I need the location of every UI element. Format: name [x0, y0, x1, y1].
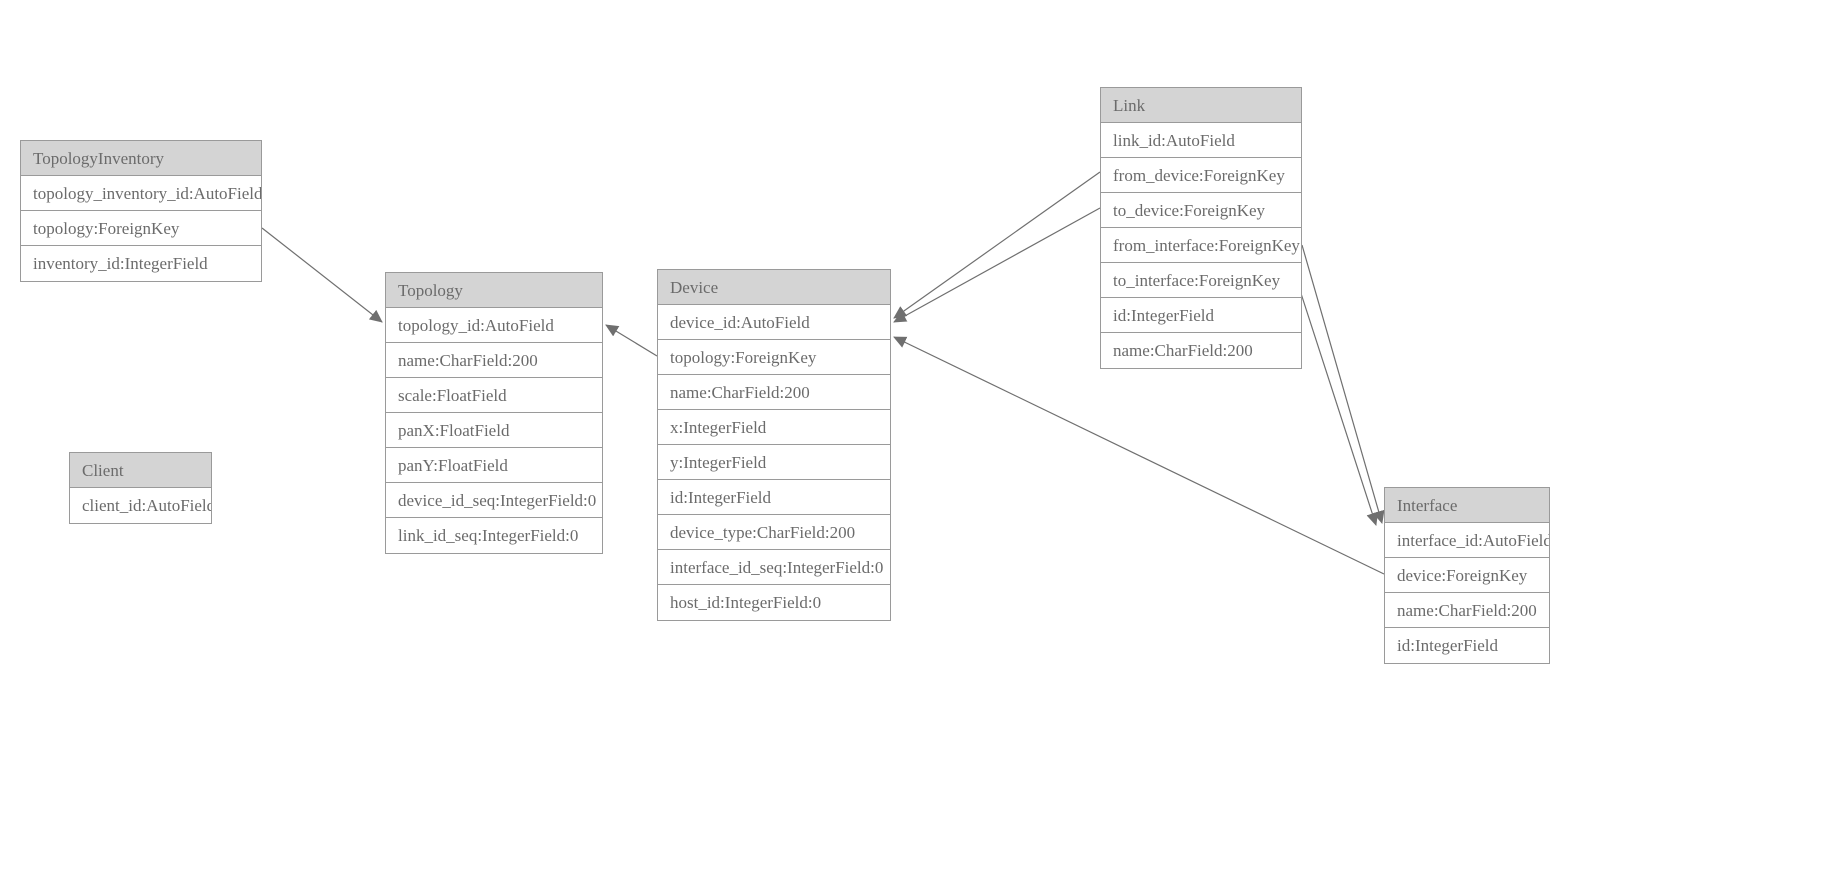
entity-field-row: from_device:ForeignKey [1101, 158, 1301, 193]
entity-title-topology_inventory: TopologyInventory [21, 141, 261, 176]
entity-field-row: topology:ForeignKey [658, 340, 890, 375]
entity-field-row: name:CharField:200 [1101, 333, 1301, 368]
entity-field-row: host_id:IntegerField:0 [658, 585, 890, 620]
entity-field-row: id:IntegerField [658, 480, 890, 515]
entity-field-row: topology_inventory_id:AutoField [21, 176, 261, 211]
entity-field-row: inventory_id:IntegerField [21, 246, 261, 281]
edge-interface-device [893, 336, 1385, 575]
edge-topologyinventory-topology [261, 227, 383, 323]
entity-field-row: id:IntegerField [1385, 628, 1549, 663]
entity-title-link: Link [1101, 88, 1301, 123]
entity-field-row: scale:FloatField [386, 378, 602, 413]
entity-field-row: interface_id_seq:IntegerField:0 [658, 550, 890, 585]
entity-field-row: panX:FloatField [386, 413, 602, 448]
entity-field-row: x:IntegerField [658, 410, 890, 445]
entity-field-row: topology:ForeignKey [21, 211, 261, 246]
entity-field-row: y:IntegerField [658, 445, 890, 480]
edge-link-to-interface [1295, 277, 1379, 526]
entity-field-row: link_id_seq:IntegerField:0 [386, 518, 602, 553]
entity-field-row: id:IntegerField [1101, 298, 1301, 333]
entity-field-row: topology_id:AutoField [386, 308, 602, 343]
edge-link-from-device [893, 171, 1101, 319]
entity-field-row: from_interface:ForeignKey [1101, 228, 1301, 263]
entity-field-row: panY:FloatField [386, 448, 602, 483]
entity-field-row: link_id:AutoField [1101, 123, 1301, 158]
entity-title-interface: Interface [1385, 488, 1549, 523]
entity-field-row: name:CharField:200 [658, 375, 890, 410]
entity-field-row: to_interface:ForeignKey [1101, 263, 1301, 298]
edge-link-to-device [893, 207, 1101, 323]
edge-link-from-interface [1301, 244, 1385, 524]
entity-field-row: interface_id:AutoField [1385, 523, 1549, 558]
entity-field-row: name:CharField:200 [386, 343, 602, 378]
edge-device-topology [605, 324, 658, 357]
entity-title-device: Device [658, 270, 890, 305]
entity-field-row: client_id:AutoField [70, 488, 211, 523]
entity-title-topology: Topology [386, 273, 602, 308]
entity-field-row: device_type:CharField:200 [658, 515, 890, 550]
entity-field-row: device_id_seq:IntegerField:0 [386, 483, 602, 518]
entity-field-row: to_device:ForeignKey [1101, 193, 1301, 228]
entity-title-client: Client [70, 453, 211, 488]
entity-field-row: name:CharField:200 [1385, 593, 1549, 628]
entity-field-row: device:ForeignKey [1385, 558, 1549, 593]
entity-field-row: device_id:AutoField [658, 305, 890, 340]
